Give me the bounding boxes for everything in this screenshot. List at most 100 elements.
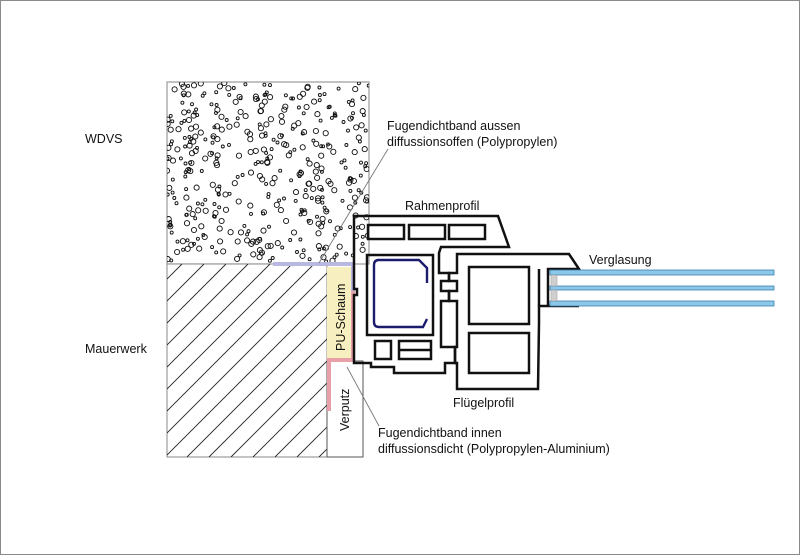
insulation-bubble bbox=[235, 198, 242, 205]
insulation-bubble bbox=[274, 240, 281, 247]
masonry-border bbox=[166, 263, 328, 458]
insulation-bubble bbox=[351, 111, 355, 116]
insulation-bubble bbox=[311, 138, 316, 143]
frame-chamber-small bbox=[373, 339, 393, 361]
insulation-bubble bbox=[262, 82, 267, 87]
hatch-line bbox=[561, 264, 754, 457]
insulation-bubble bbox=[170, 190, 175, 195]
spacer-1 bbox=[550, 274, 558, 287]
insulation-bubble bbox=[175, 239, 180, 244]
insulation-bubble bbox=[291, 96, 295, 101]
insulation-bubble bbox=[170, 119, 175, 124]
insulation-bubble bbox=[303, 188, 308, 193]
label-fluegelprofil: Flügelprofil bbox=[453, 396, 514, 410]
insulation-bubble bbox=[317, 93, 322, 97]
insulation-bubble bbox=[290, 126, 295, 131]
insulation-bubble bbox=[214, 156, 219, 161]
insulation-bubble bbox=[209, 102, 214, 107]
insulation-bubble bbox=[210, 140, 215, 145]
insulation-bubble bbox=[282, 103, 289, 110]
insulation-bubble bbox=[278, 168, 283, 173]
steel-reinforcement bbox=[372, 258, 429, 329]
insulation-bubble bbox=[340, 198, 345, 203]
insulation-bubble bbox=[214, 123, 221, 130]
hatch-line bbox=[539, 264, 732, 457]
insulation-bubble bbox=[167, 144, 172, 151]
insulation-bubble bbox=[290, 229, 298, 236]
insulation-bubble bbox=[214, 250, 219, 255]
insulation-bubble bbox=[260, 146, 267, 153]
insulation-bubble bbox=[169, 157, 177, 164]
glazing bbox=[549, 269, 775, 307]
pu-foam bbox=[327, 267, 352, 359]
insulation-bubble bbox=[193, 216, 198, 221]
insulation-bubble bbox=[192, 123, 200, 130]
insulation-bubble bbox=[214, 152, 221, 159]
insulation-bubble bbox=[318, 223, 325, 230]
insulation-bubble bbox=[195, 201, 200, 206]
insulation-bubble bbox=[315, 197, 322, 204]
insulation-bubble bbox=[244, 128, 251, 135]
insulation-bubble bbox=[247, 169, 255, 176]
insulation-bubble bbox=[315, 214, 319, 219]
insulation-bubble bbox=[356, 82, 361, 86]
label-wdvs: WDVS bbox=[85, 132, 123, 146]
insulation-bubble bbox=[170, 177, 175, 182]
insulation-bubble bbox=[192, 110, 197, 115]
insulation-bubble bbox=[302, 193, 309, 200]
insulation-bubble bbox=[344, 143, 349, 147]
insulation-bubble bbox=[195, 207, 202, 214]
insulation-bubble bbox=[363, 197, 369, 204]
insulation-bubble bbox=[267, 242, 274, 249]
insulation-bubble bbox=[224, 118, 229, 122]
insulation-bubble bbox=[252, 93, 259, 100]
glass-pane-3 bbox=[549, 300, 775, 307]
insulation-bubble bbox=[330, 148, 337, 155]
label-verputz: Verputz bbox=[338, 389, 352, 431]
hatch-line bbox=[230, 360, 327, 457]
insulation-bubble bbox=[260, 209, 267, 216]
insulation-bubble bbox=[332, 111, 337, 116]
hatch-line bbox=[274, 404, 327, 457]
insulation-bubble bbox=[235, 174, 240, 179]
insulation-bubble bbox=[305, 157, 310, 162]
insulation-bubble bbox=[352, 86, 359, 93]
insulation-bubble bbox=[282, 196, 286, 201]
insulation-bubble bbox=[174, 201, 179, 206]
insulation-bubble bbox=[181, 247, 186, 252]
insulation-bubble bbox=[188, 241, 195, 248]
insulation-bubble bbox=[235, 152, 243, 159]
insulation-bubble bbox=[186, 205, 193, 212]
insulation-bubble bbox=[180, 90, 187, 97]
insulation-bubble bbox=[197, 82, 204, 87]
insulation-bubble bbox=[320, 200, 325, 205]
insulation-bubble bbox=[296, 93, 303, 100]
insulation-bubble bbox=[201, 232, 206, 237]
masonry-wall bbox=[166, 263, 754, 458]
insulation-bubble bbox=[363, 164, 368, 169]
insulation-bubble bbox=[288, 150, 293, 155]
sash-chamber-upper bbox=[467, 265, 531, 326]
insulation-bubble bbox=[266, 192, 271, 197]
insulation-bubble bbox=[178, 156, 183, 161]
insulation-bubble bbox=[183, 194, 190, 201]
label-inner-tape-line1: Fugendichtband innen bbox=[378, 426, 502, 440]
insulation-bubble bbox=[313, 140, 320, 147]
insulation-bubble bbox=[326, 142, 330, 147]
insulation-bubble bbox=[359, 108, 366, 115]
insulation-bubble bbox=[351, 194, 358, 201]
insulation-bubble bbox=[359, 223, 366, 230]
insulation-bubble bbox=[253, 161, 258, 166]
insulation-bubble bbox=[212, 209, 219, 217]
insulation-bubble bbox=[195, 113, 200, 118]
insulation-bubble bbox=[293, 198, 298, 203]
insulation-bubble bbox=[270, 256, 275, 260]
insulation-bubble bbox=[299, 252, 306, 259]
insulation-bubble bbox=[171, 86, 178, 93]
insulation-bubble bbox=[249, 238, 257, 245]
insulation-bubble bbox=[192, 133, 199, 140]
insulation-bubble bbox=[298, 212, 303, 217]
insulation-bubble bbox=[221, 82, 228, 87]
insulation-bubble bbox=[333, 113, 338, 118]
insulation-bubble bbox=[315, 230, 322, 237]
